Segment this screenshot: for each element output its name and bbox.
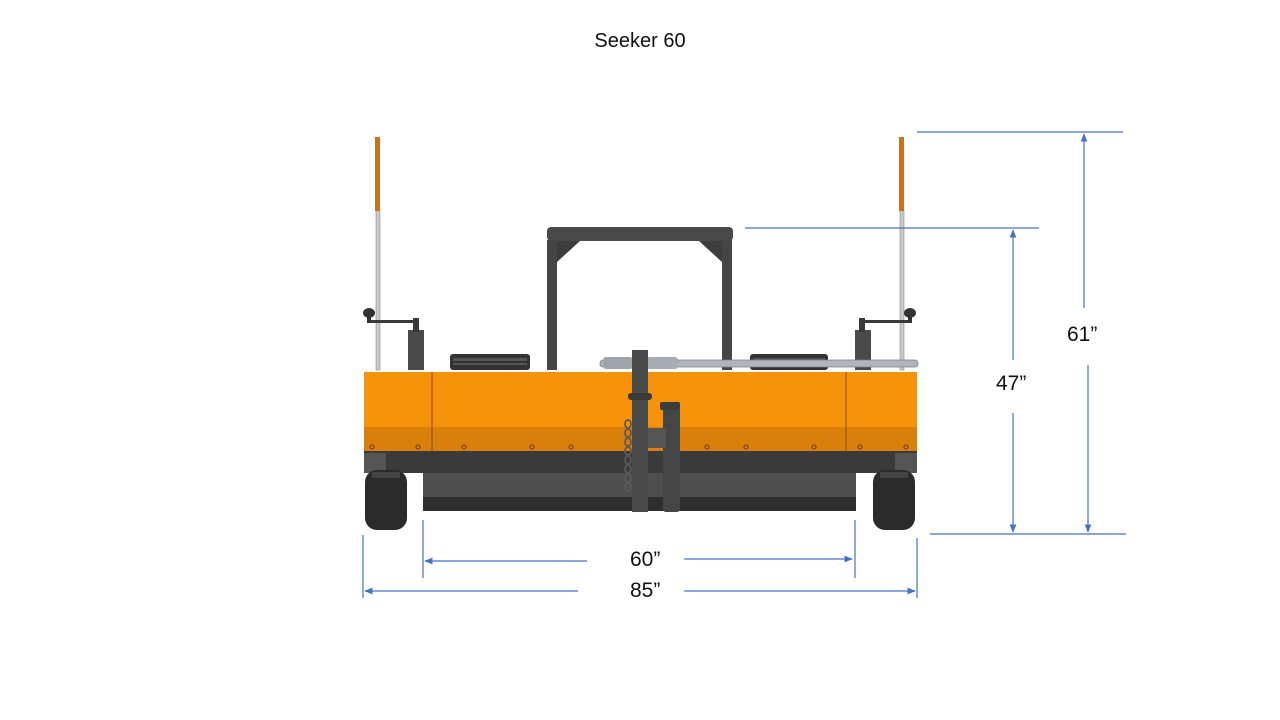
- dimension-overall-width: [362, 535, 918, 598]
- dimension-label-cutting-width: 60”: [626, 548, 665, 572]
- left-height-crank: [363, 308, 424, 370]
- left-spindle-cover: [450, 354, 530, 370]
- dimension-cutting-width: [422, 520, 856, 578]
- right-wheel: [873, 470, 915, 530]
- hitch-tongue-bar: [599, 357, 919, 369]
- dimension-label-overall-width: 85”: [626, 579, 665, 603]
- right-marker-pole: [899, 137, 905, 371]
- safety-chain: [624, 419, 632, 492]
- drawing-title: Seeker 60: [594, 30, 686, 52]
- dimension-label-overall-height: 61”: [1063, 323, 1102, 347]
- rollover-frame: [547, 227, 733, 370]
- tow-hitch-jack: [628, 350, 680, 512]
- dimension-rops-height: [745, 227, 1039, 533]
- left-marker-pole: [375, 137, 381, 371]
- left-wheel: [365, 470, 407, 530]
- dimension-label-rops-height: 47”: [992, 372, 1031, 396]
- dimension-overall-height: [917, 131, 1126, 535]
